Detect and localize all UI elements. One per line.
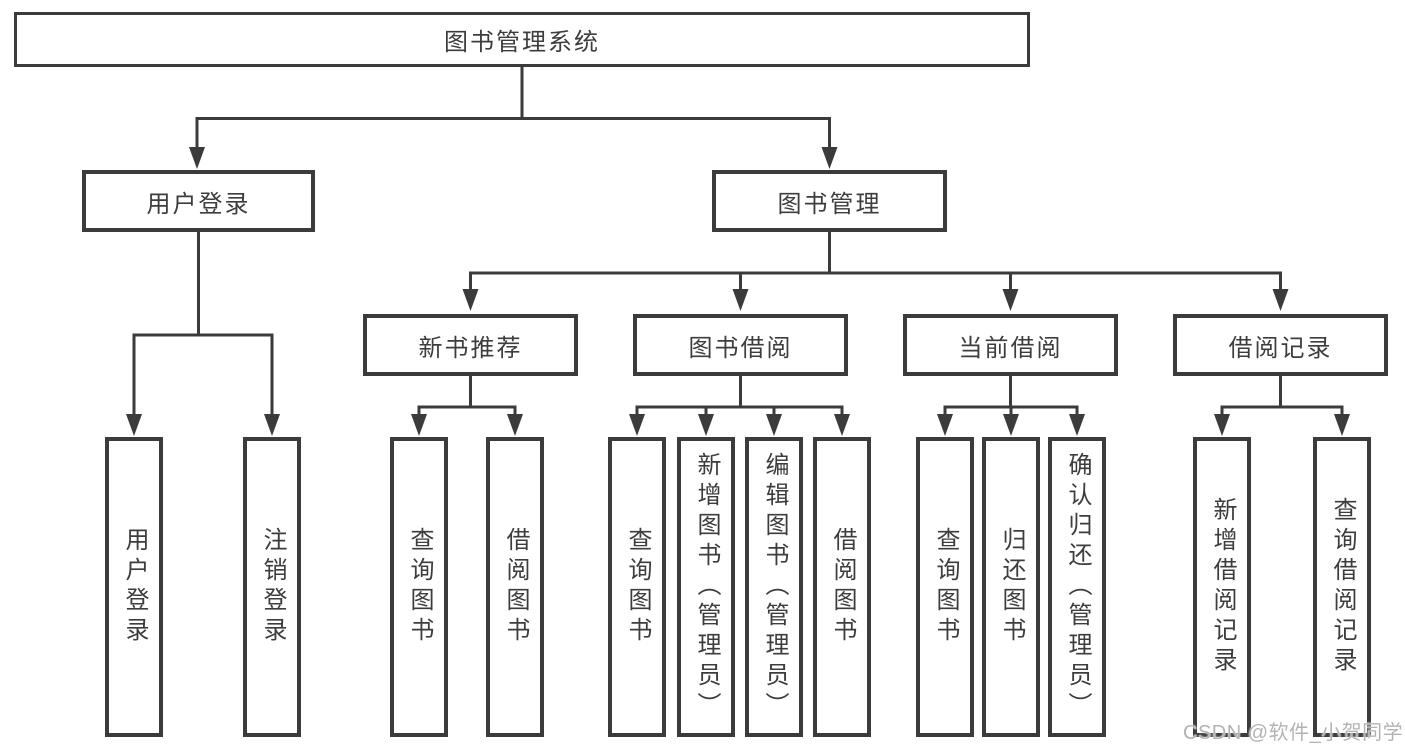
arrowhead — [1334, 414, 1350, 436]
node-label: 当前借阅 — [958, 334, 1063, 362]
node-label: 注销登录 — [259, 527, 286, 647]
node-label: 用户登录 — [121, 527, 148, 647]
leaf-query-books-current: 查询图书 — [916, 437, 974, 737]
arrowhead — [629, 414, 645, 436]
arrowhead — [821, 147, 838, 169]
node-borrowing-records: 借阅记录 — [1173, 314, 1388, 376]
node-label: 新增图书（管理员） — [693, 452, 720, 722]
leaf-edit-book-admin: 编辑图书（管理员） — [745, 437, 803, 737]
arrowhead-group — [126, 147, 1350, 436]
node-current-borrowing: 当前借阅 — [903, 314, 1118, 376]
arrowhead — [698, 414, 714, 436]
leaf-return-book: 归还图书 — [982, 437, 1040, 737]
node-label: 图书借阅 — [688, 334, 793, 362]
node-label: 查询图书 — [406, 527, 433, 647]
node-label: 归还图书 — [998, 527, 1025, 647]
node-label: 图书管理 — [777, 190, 882, 218]
leaf-query-books-borrowing: 查询图书 — [608, 437, 666, 737]
csdn-watermark: CSDN @软件_小贺同学 — [1183, 722, 1404, 744]
leaf-query-borrow-record: 查询借阅记录 — [1313, 437, 1371, 737]
leaf-add-borrow-record: 新增借阅记录 — [1193, 437, 1251, 737]
leaf-borrow-books-borrowing: 借阅图书 — [813, 437, 871, 737]
arrowhead — [1272, 289, 1289, 311]
node-label: 查询借阅记录 — [1329, 497, 1356, 677]
node-label: 借阅图书 — [829, 527, 856, 647]
node-label: 新增借阅记录 — [1209, 497, 1236, 677]
arrowhead — [732, 289, 749, 311]
node-book-management: 图书管理 — [712, 170, 947, 232]
node-label: 借阅记录 — [1228, 334, 1333, 362]
leaf-add-book-admin: 新增图书（管理员） — [677, 437, 735, 737]
node-new-book-recommendation: 新书推荐 — [363, 314, 578, 376]
node-label: 图书管理系统 — [444, 29, 600, 56]
node-user-login: 用户登录 — [82, 170, 315, 232]
arrowhead — [126, 414, 142, 436]
arrowhead — [1214, 414, 1230, 436]
node-label: 编辑图书（管理员） — [761, 452, 788, 722]
node-label: 查询图书 — [624, 527, 651, 647]
leaf-logout: 注销登录 — [243, 437, 301, 737]
arrowhead — [766, 414, 782, 436]
node-label: 确认归还（管理员） — [1064, 452, 1091, 722]
leaf-user-login: 用户登录 — [105, 437, 163, 737]
arrowhead — [507, 414, 523, 436]
arrowhead — [1003, 414, 1019, 436]
node-label: 查询图书 — [932, 527, 959, 647]
arrowhead — [1069, 414, 1085, 436]
node-label: 用户登录 — [146, 190, 251, 218]
arrowhead — [189, 147, 205, 169]
leaf-query-books-recommend: 查询图书 — [390, 437, 448, 737]
arrowhead — [264, 414, 280, 436]
leaf-confirm-return-admin: 确认归还（管理员） — [1048, 437, 1106, 737]
arrowhead — [937, 414, 953, 436]
arrowhead — [834, 414, 850, 436]
arrowhead — [1002, 289, 1019, 311]
node-library-management-system: 图书管理系统 — [14, 12, 1030, 67]
node-book-borrowing: 图书借阅 — [633, 314, 848, 376]
leaf-borrow-books-recommend: 借阅图书 — [486, 437, 544, 737]
arrowhead — [411, 414, 427, 436]
arrowhead — [462, 289, 479, 311]
node-label: 新书推荐 — [418, 334, 523, 362]
node-label: 借阅图书 — [502, 527, 529, 647]
